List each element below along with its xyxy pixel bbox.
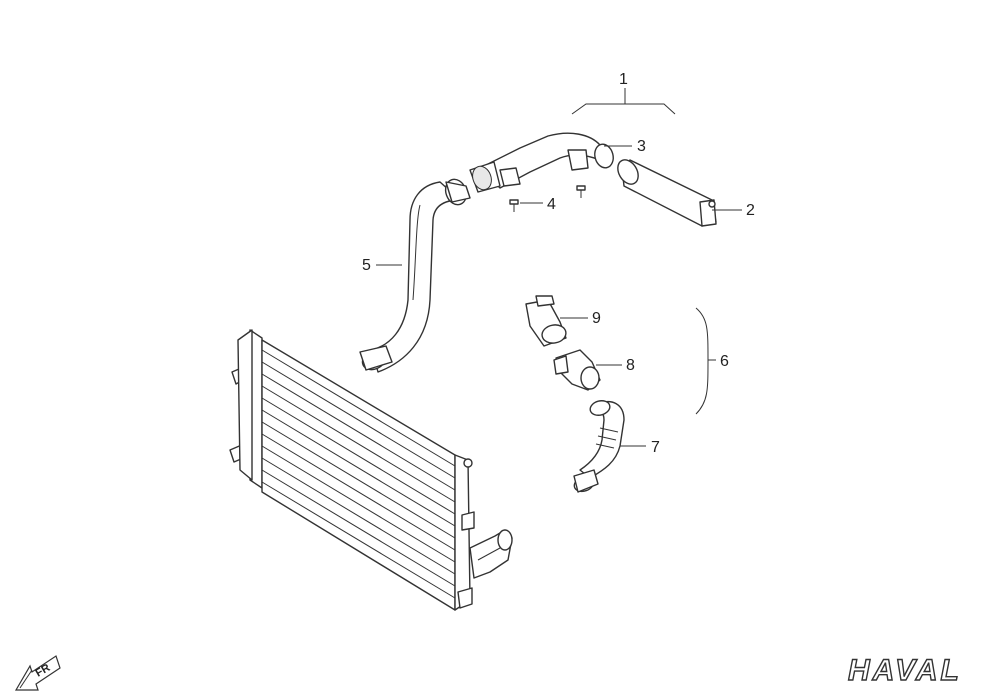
intercooler-fins (261, 361, 456, 599)
coupler-part-9 (525, 295, 567, 347)
leader-lines (376, 88, 742, 447)
elbow-part-8 (553, 349, 601, 391)
bolt-part-4 (509, 185, 586, 212)
pipe-part-3 (469, 132, 614, 193)
hose-part-5 (359, 178, 471, 373)
callout-7: 7 (651, 439, 660, 456)
callout-5: 5 (362, 257, 371, 274)
callout-8: 8 (626, 357, 635, 374)
callout-3: 3 (637, 138, 646, 155)
front-arrow-icon: FR (14, 655, 61, 691)
brand-wordmark: HAVAL (848, 654, 962, 687)
callout-1: 1 (619, 71, 628, 88)
callout-6: 6 (720, 353, 729, 370)
haval-logo: HAVAL (847, 653, 962, 687)
callout-9: 9 (592, 310, 601, 327)
callouts: 1 2 3 4 5 6 7 8 9 (362, 71, 755, 456)
callout-2: 2 (746, 202, 755, 219)
hose-part-2 (617, 159, 717, 227)
hose-part-7 (573, 400, 625, 493)
intercooler-assembly (229, 329, 513, 611)
callout-4: 4 (547, 196, 556, 213)
